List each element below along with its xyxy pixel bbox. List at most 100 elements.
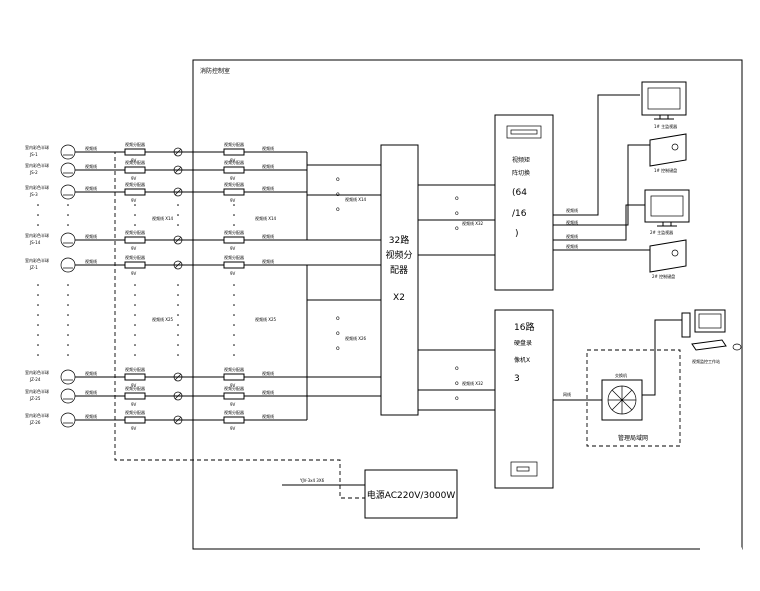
dist-amp-sub-2: 9V: [230, 402, 236, 407]
matrix-line-1: 32路: [389, 234, 409, 246]
dist-amp-label: 视频分配器: [125, 141, 145, 147]
connector-icon: [173, 391, 183, 401]
camera-icon: [60, 257, 76, 273]
dist-amp-label: 视频分配器: [125, 159, 145, 165]
video-count-14-left: 视频线 X14: [152, 215, 174, 221]
dist-amp-label-2: 视频分配器: [224, 366, 244, 372]
camera-icon: [60, 144, 76, 160]
switcher-out-label-3: 视频线: [566, 233, 578, 239]
camera-id-label: JS-3: [29, 192, 38, 197]
matrix-line-4: X2: [393, 293, 405, 303]
bus-label-14: 视频线 X14: [345, 196, 367, 202]
dist-amp-sub: 9V: [131, 198, 137, 203]
video-count-25-right: 视频线 X25: [255, 316, 277, 322]
keyboard-2-label: 2# 控制键盘: [652, 273, 675, 279]
dist-amp-label: 视频分配器: [125, 366, 145, 372]
switcher-out-label-2: 视频线: [566, 219, 578, 225]
connector-icon: [173, 415, 183, 425]
svg-text:o: o: [455, 395, 459, 402]
switcher-out-label-1: 视频线: [566, 207, 578, 213]
camera-icon: [60, 232, 76, 248]
dist-amp-icon: [124, 166, 146, 174]
dist-amp-icon-2: [223, 188, 245, 196]
dist-amp-sub: 9V: [131, 383, 137, 388]
dist-amp-label: 视频分配器: [125, 181, 145, 187]
dist-amp-sub: 9V: [131, 271, 137, 276]
camera-id-label: JZ-26: [29, 420, 41, 425]
connector-icon: [173, 372, 183, 382]
svg-text:o: o: [336, 176, 340, 183]
camera-type-label: 室内彩色半球: [25, 162, 49, 168]
dist-amp-icon: [124, 236, 146, 244]
video-line-label: 视频线: [85, 233, 97, 239]
video-line-label-2: 视频线: [262, 185, 274, 191]
dist-amp-icon: [124, 373, 146, 381]
dist-amp-icon-2: [223, 373, 245, 381]
dist-amp-sub-2: 9V: [230, 383, 236, 388]
video-line-label-2: 视频线: [262, 163, 274, 169]
workstation-monitor-icon: [694, 309, 726, 333]
dist-amp-icon-2: [223, 392, 245, 400]
connector-icon: [173, 147, 183, 157]
dist-amp-label: 视频分配器: [125, 409, 145, 415]
dist-amp-sub: 9V: [131, 402, 137, 407]
camera-id-label: JS-1: [29, 152, 38, 157]
svg-text:o: o: [455, 380, 459, 387]
camera-type-label: 室内彩色半球: [25, 144, 49, 150]
video-matrix-box: [380, 144, 419, 416]
video-switcher-box: [494, 114, 554, 291]
matrix-line-2: 视频分: [385, 249, 412, 261]
switch-label: 交换机: [615, 372, 627, 378]
camera-rows: 室内彩色半球JS-1视频线视频分配器9V视频分配器9V视频线室内彩色半球JS-2…: [25, 141, 307, 431]
video-count-25-left: 视频线 X25: [152, 316, 174, 322]
switcher-device-icon: [506, 125, 542, 139]
dist-amp-label: 视频分配器: [125, 385, 145, 391]
video-count-14-right: 视频线 X14: [255, 215, 277, 221]
camera-type-label: 室内彩色半球: [25, 388, 49, 394]
camera-icon: [60, 388, 76, 404]
dist-amp-icon-2: [223, 236, 245, 244]
switcher-line-1: 视频矩: [512, 156, 530, 164]
video-line-label: 视频线: [85, 163, 97, 169]
camera-type-label: 室内彩色半球: [25, 232, 49, 238]
dvr-box: [494, 309, 554, 489]
video-line-label: 视频线: [85, 370, 97, 376]
to-dvr-label: 视频线 X32: [462, 380, 484, 386]
svg-text:o: o: [455, 210, 459, 217]
switcher-line-4: /16: [512, 209, 527, 219]
dist-amp-sub-2: 9V: [230, 246, 236, 251]
dist-amp-label-2: 视频分配器: [224, 229, 244, 235]
dist-amp-icon: [124, 416, 146, 424]
lan-box: [586, 349, 681, 447]
to-switch-label: 视频线 X32: [462, 220, 484, 226]
dist-amp-label-2: 视频分配器: [224, 141, 244, 147]
svg-text:o: o: [455, 365, 459, 372]
video-line-label: 视频线: [85, 145, 97, 151]
video-line-label: 视频线: [85, 258, 97, 264]
dvr-line-2: 硬盘录: [514, 339, 532, 347]
camera-id-label: JZ-1: [29, 265, 38, 270]
svg-text:o: o: [336, 315, 340, 322]
dist-amp-icon: [124, 392, 146, 400]
connector-icon: [173, 165, 183, 175]
svg-text:o: o: [336, 345, 340, 352]
svg-text:o: o: [455, 225, 459, 232]
monitor-2-label: 2# 主监视器: [650, 229, 673, 235]
camera-dashed-bus: [78, 151, 365, 499]
matrix-line-3: 配器: [390, 265, 408, 276]
control-room-border: [192, 59, 743, 550]
dist-amp-sub-2: 9V: [230, 426, 236, 431]
camera-id-label: JZ-24: [29, 377, 41, 382]
dist-amp-label-2: 视频分配器: [224, 409, 244, 415]
dist-amp-sub: 9V: [131, 426, 137, 431]
camera-icon: [60, 369, 76, 385]
dist-amp-icon-2: [223, 261, 245, 269]
dist-amp-label: 视频分配器: [125, 254, 145, 260]
switcher-out-label-4: 视频线: [566, 243, 578, 249]
dvr-device-icon: [510, 461, 538, 477]
power-box: [364, 469, 458, 519]
dist-amp-icon: [124, 148, 146, 156]
camera-id-label: JZ-25: [29, 396, 41, 401]
camera-icon: [60, 412, 76, 428]
